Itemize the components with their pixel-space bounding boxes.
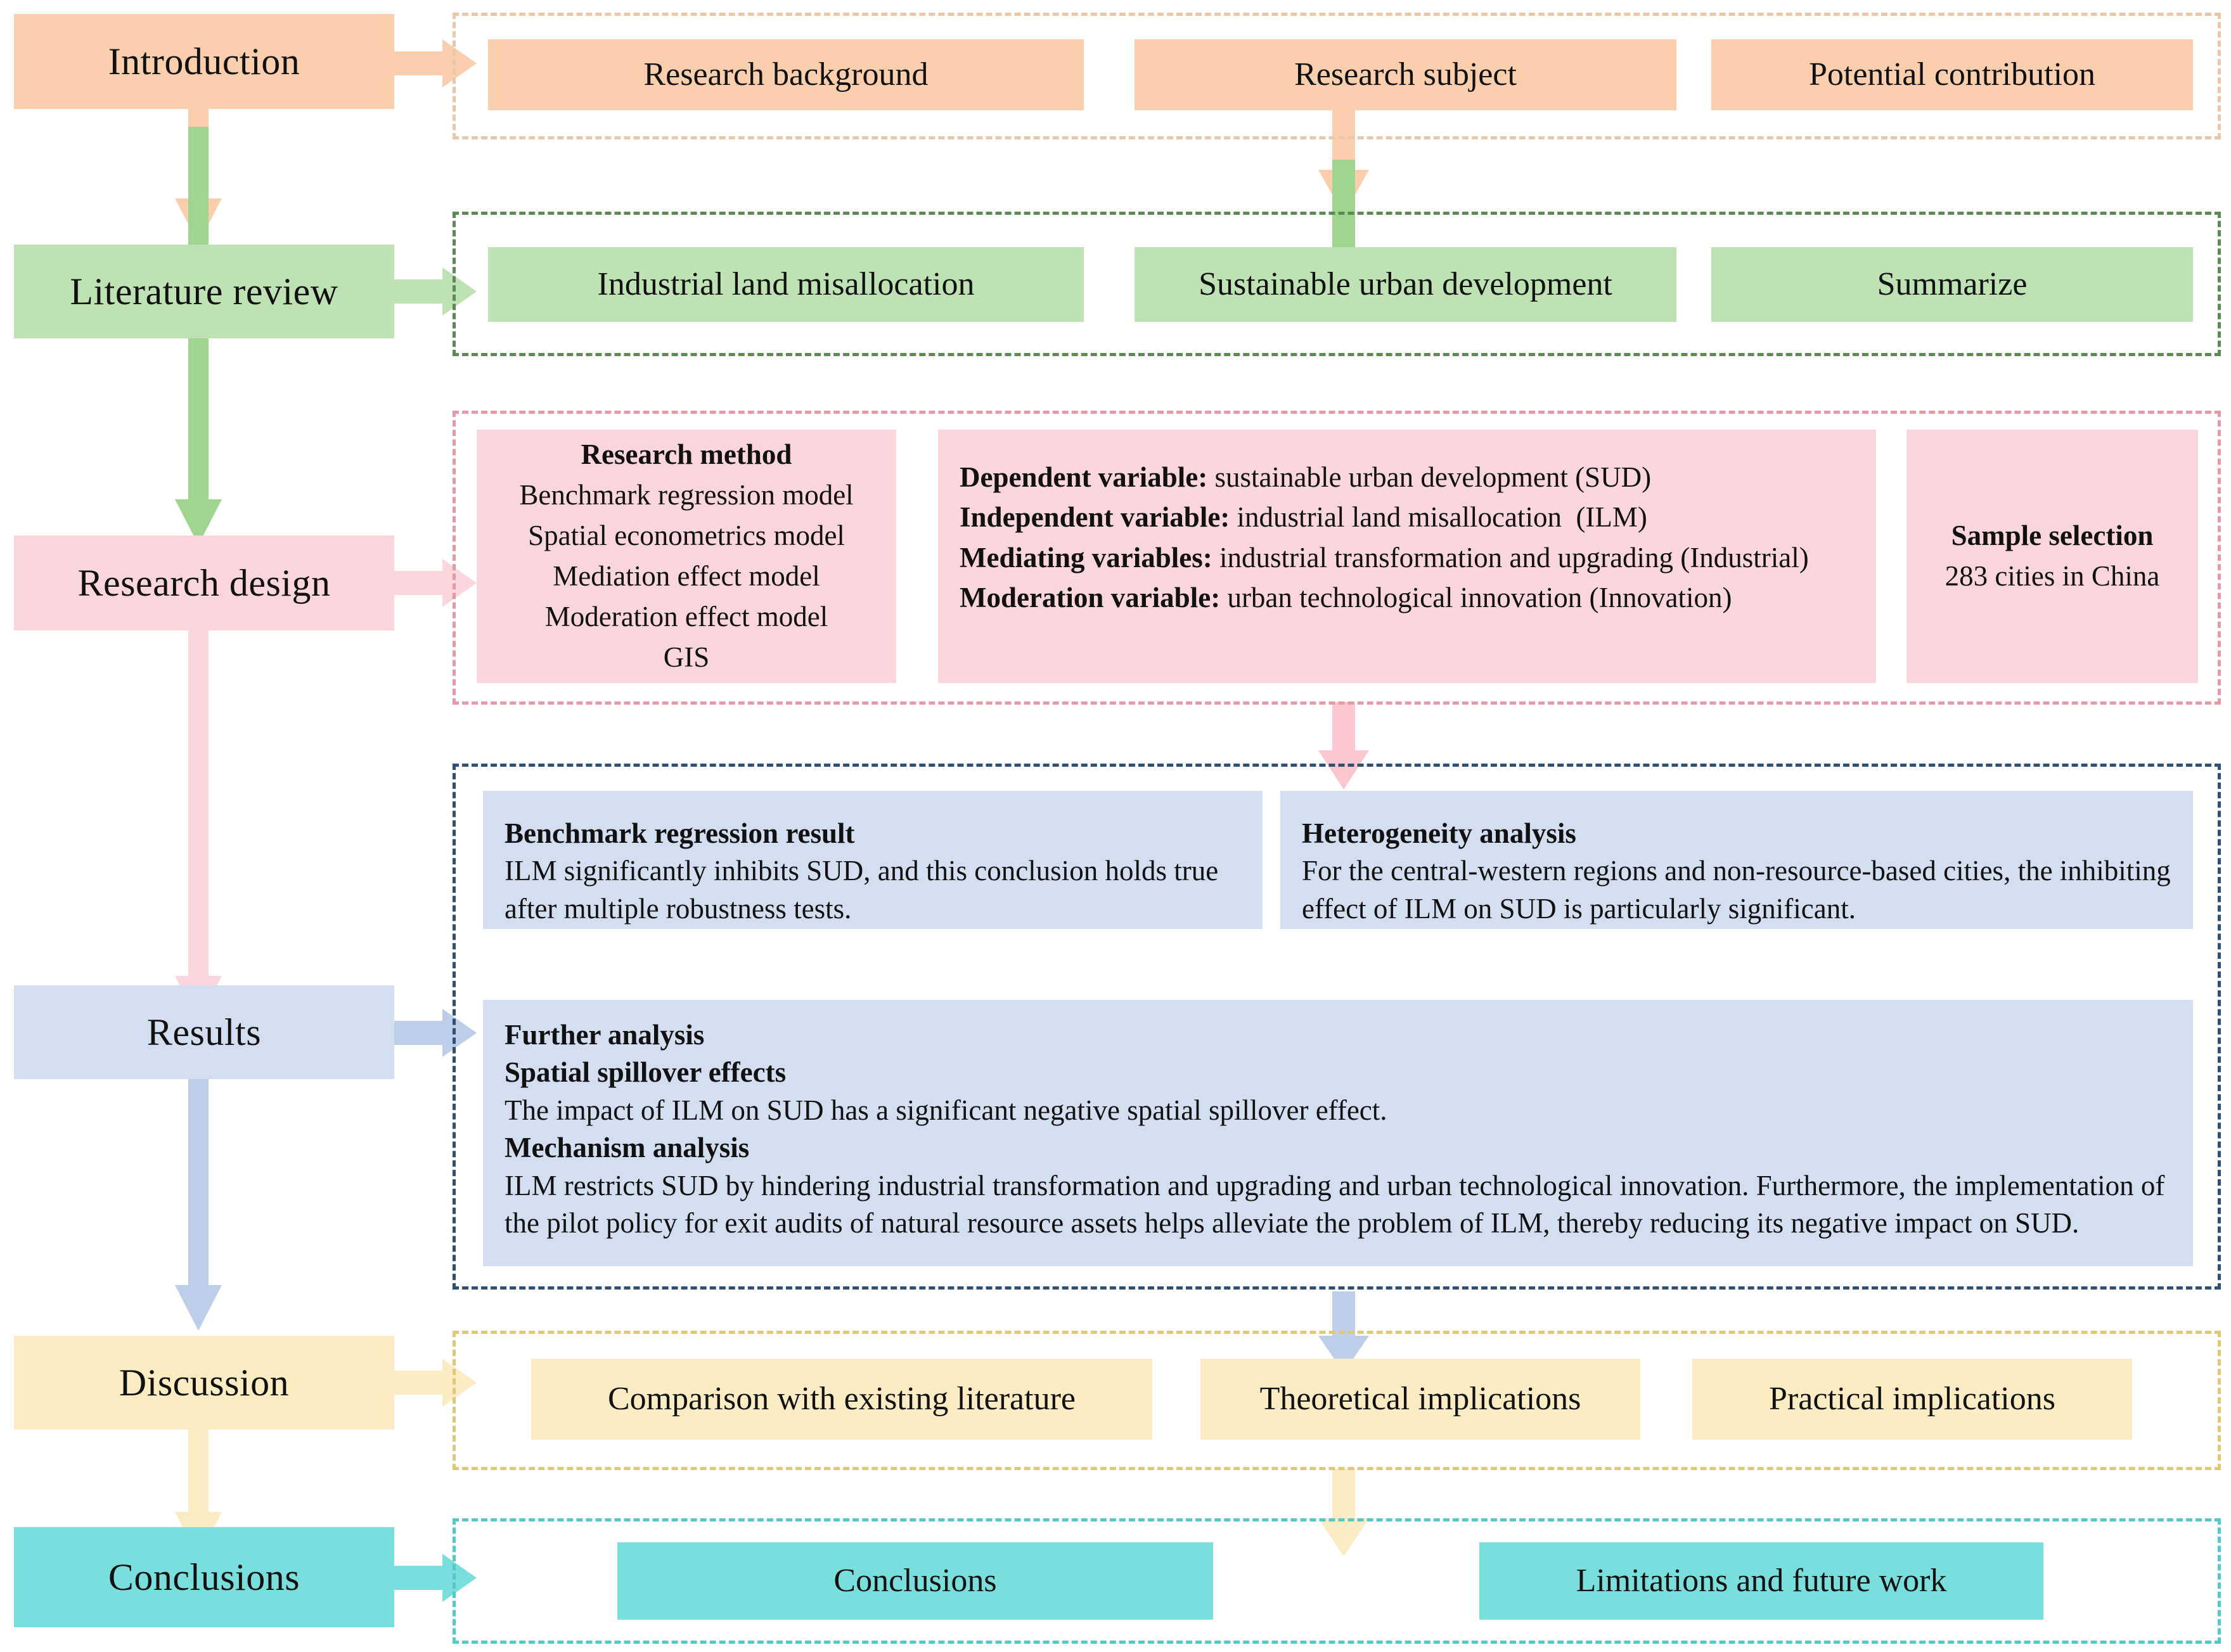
intro-item-2-label: Potential contribution [1808,56,2096,93]
design-variable-row-3: Moderation variable: urban technological… [960,579,1855,617]
literature-item-2[interactable]: Summarize [1711,247,2193,322]
intro-item-2[interactable]: Potential contribution [1711,39,2193,110]
discussion-item-1-label: Theoretical implications [1259,1381,1581,1418]
conclusions-item-0[interactable]: Conclusions [617,1542,1213,1620]
design-variable-2-label: Mediating variables: [960,541,1212,573]
connector-results-to-items [394,1009,477,1057]
results-benchmark-body: ILM significantly inhibits SUD, and this… [505,855,1219,925]
stage-box-results[interactable]: Results [14,985,394,1079]
conclusions-item-1-label: Limitations and future work [1576,1563,1947,1599]
discussion-item-0[interactable]: Comparison with existing literature [531,1359,1152,1440]
results-benchmark-card[interactable]: Benchmark regression result ILM signific… [483,791,1263,929]
connector-discussion-items-to-conclusion-items [1318,1469,1369,1558]
results-mechanism-heading: Mechanism analysis [505,1132,750,1164]
results-mechanism-body: ILM restricts SUD by hindering industria… [505,1169,2165,1239]
design-variable-row-1: Independent variable: industrial land mi… [960,499,1855,536]
intro-item-0[interactable]: Research background [488,39,1084,110]
stage-box-conclusions[interactable]: Conclusions [14,1527,394,1627]
discussion-item-2-label: Practical implications [1769,1381,2055,1418]
stage-box-introduction[interactable]: Introduction [14,14,394,109]
group-research-design-items [453,411,2221,705]
stage-label-literature-review: Literature review [70,271,338,312]
design-variable-0-label: Dependent variable: [960,461,1208,493]
literature-item-0[interactable]: Industrial land misallocation [488,247,1084,322]
design-sample-heading: Sample selection [1951,520,2154,552]
design-variable-3-value: urban technological innovation (Innovati… [1220,582,1732,614]
connector-literature-to-items [394,267,477,316]
design-sample-card[interactable]: Sample selection 283 cities in China [1906,430,2198,683]
conclusions-item-0-label: Conclusions [833,1563,997,1599]
group-literature-items [453,212,2221,356]
stage-label-discussion: Discussion [119,1362,290,1404]
intro-item-1[interactable]: Research subject [1135,39,1676,110]
results-heterogeneity-body: For the central-western regions and non-… [1302,855,2171,925]
connector-design-to-items [394,559,477,607]
intro-item-0-label: Research background [643,56,929,93]
stage-label-research-design: Research design [77,562,331,604]
results-heterogeneity-heading: Heterogeneity analysis [1302,817,1576,849]
stage-label-introduction: Introduction [108,41,300,82]
connector-conclusions-to-items [394,1554,477,1602]
connector-intro-to-items [394,39,477,87]
group-results-items [453,764,2221,1290]
design-variables-card[interactable]: Dependent variable: sustainable urban de… [938,430,1876,683]
results-further-card[interactable]: Further analysis Spatial spillover effec… [483,1000,2193,1266]
connector-discussion-to-items [394,1359,477,1407]
stage-label-results: Results [146,1011,262,1053]
design-variable-0-value: sustainable urban development (SUD) [1207,461,1652,493]
design-variable-1-label: Independent variable: [960,501,1230,534]
group-discussion-items [453,1331,2221,1470]
design-method-line-1: Spatial econometrics model [528,520,845,552]
intro-item-1-label: Research subject [1294,56,1517,93]
connector-results-to-discussion [175,1077,222,1331]
literature-item-0-label: Industrial land misallocation [597,266,975,303]
stage-box-discussion[interactable]: Discussion [14,1336,394,1430]
literature-item-2-label: Summarize [1877,266,2028,303]
design-sample-line: 283 cities in China [1945,560,2160,592]
connector-design-items-to-results-items [1318,702,1369,791]
discussion-item-1[interactable]: Theoretical implications [1200,1359,1640,1440]
design-variable-2-value: industrial transformation and upgrading … [1212,541,1809,573]
literature-item-1[interactable]: Sustainable urban development [1135,247,1676,322]
design-variable-row-2: Mediating variables: industrial transfor… [960,539,1855,577]
results-further-heading: Further analysis [505,1019,705,1051]
results-benchmark-heading: Benchmark regression result [505,817,855,849]
group-conclusions-items [453,1518,2221,1644]
discussion-item-0-label: Comparison with existing literature [608,1381,1076,1418]
literature-item-1-label: Sustainable urban development [1199,266,1612,303]
results-heterogeneity-card[interactable]: Heterogeneity analysis For the central-w… [1280,791,2193,929]
design-variable-1-value: industrial land misallocation (ILM) [1230,501,1647,534]
design-variable-3-label: Moderation variable: [960,582,1221,614]
discussion-item-2[interactable]: Practical implications [1692,1359,2132,1440]
design-method-heading: Research method [581,439,792,471]
results-spatial-body: The impact of ILM on SUD has a significa… [505,1094,1387,1126]
design-variable-row-0: Dependent variable: sustainable urban de… [960,459,1855,496]
stage-box-research-design[interactable]: Research design [14,535,394,631]
stage-label-conclusions: Conclusions [108,1556,300,1598]
stage-box-literature-review[interactable]: Literature review [14,245,394,338]
design-method-line-2: Mediation effect model [553,560,820,592]
group-introduction-items [453,13,2221,139]
conclusions-item-1[interactable]: Limitations and future work [1479,1542,2043,1620]
design-method-line-3: Moderation effect model [544,600,828,632]
design-method-line-4: GIS [663,641,710,673]
design-method-line-0: Benchmark regression model [519,479,854,511]
results-spatial-heading: Spatial spillover effects [505,1056,787,1089]
design-method-card[interactable]: Research method Benchmark regression mod… [477,430,896,683]
